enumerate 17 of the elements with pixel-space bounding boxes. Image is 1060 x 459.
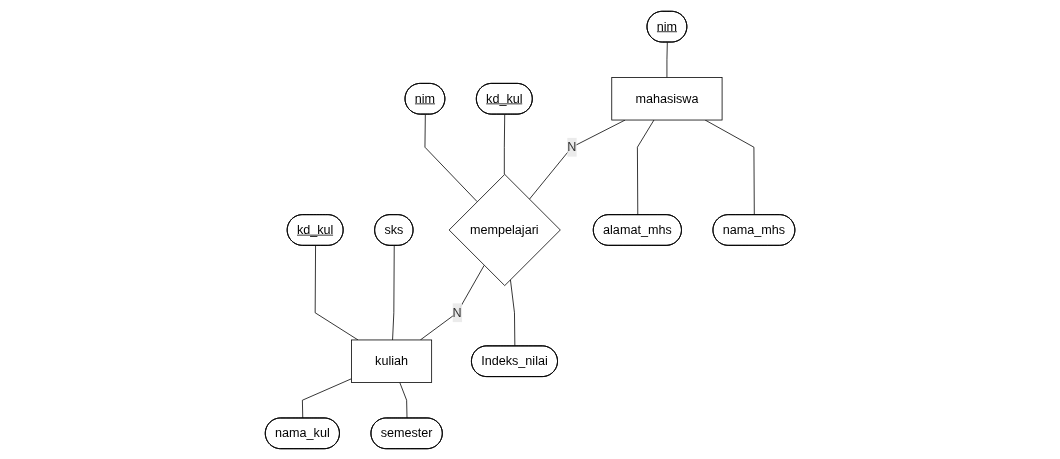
connector [392, 244, 395, 340]
edge-label: N [567, 139, 577, 154]
connector [301, 377, 352, 419]
connector [503, 113, 506, 175]
connector [528, 119, 626, 200]
connector [704, 119, 755, 215]
connector [424, 113, 478, 202]
edge-label: N [452, 305, 462, 319]
node-diamond: mempelajari [448, 173, 561, 286]
connector [419, 264, 485, 340]
connector [399, 381, 408, 419]
connector [509, 278, 516, 347]
node-box: kuliah [350, 339, 432, 383]
connector [314, 244, 359, 340]
node-box: mahasiswa [611, 76, 723, 120]
connector [636, 119, 655, 215]
connector [666, 41, 668, 78]
